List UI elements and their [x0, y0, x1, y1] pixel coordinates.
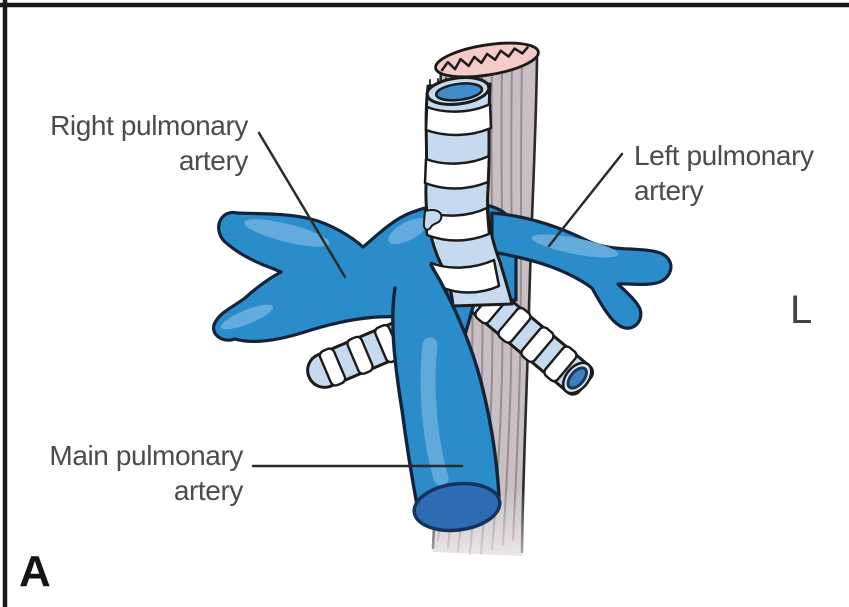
- trachea: [422, 76, 514, 308]
- label-right-pulmonary-artery: Right pulmonary artery: [50, 108, 248, 178]
- panel-letter: A: [19, 547, 51, 596]
- trachea-lumen: [435, 82, 484, 102]
- cartilage-notch: [422, 209, 443, 231]
- label-main-pulmonary-artery: Main pulmonary artery: [49, 438, 243, 508]
- main-pulmonary-artery-cut-end: [412, 481, 502, 533]
- orientation-letter-left: L: [790, 288, 813, 332]
- label-line: Right pulmonary: [50, 110, 248, 141]
- label-line: artery: [173, 475, 244, 506]
- cartilage-ring: [424, 102, 493, 137]
- label-line: artery: [178, 145, 249, 176]
- main-pulmonary-artery: [391, 263, 502, 533]
- esophagus-cut-top: [434, 41, 540, 79]
- cartilage-ring: [429, 258, 501, 294]
- label-line: Main pulmonary: [49, 440, 243, 471]
- label-line: Left pulmonary: [634, 140, 814, 171]
- artery-highlight: [220, 304, 274, 330]
- leader-line-right-pa: [257, 131, 347, 279]
- artery-highlight: [244, 219, 330, 247]
- leader-line-left-pa: [547, 152, 624, 248]
- label-line: artery: [634, 175, 704, 206]
- label-left-pulmonary-artery: Left pulmonary artery: [634, 138, 814, 208]
- cartilage-ring: [423, 154, 491, 190]
- trachea-opening: [425, 76, 491, 106]
- artery-highlight: [388, 217, 428, 245]
